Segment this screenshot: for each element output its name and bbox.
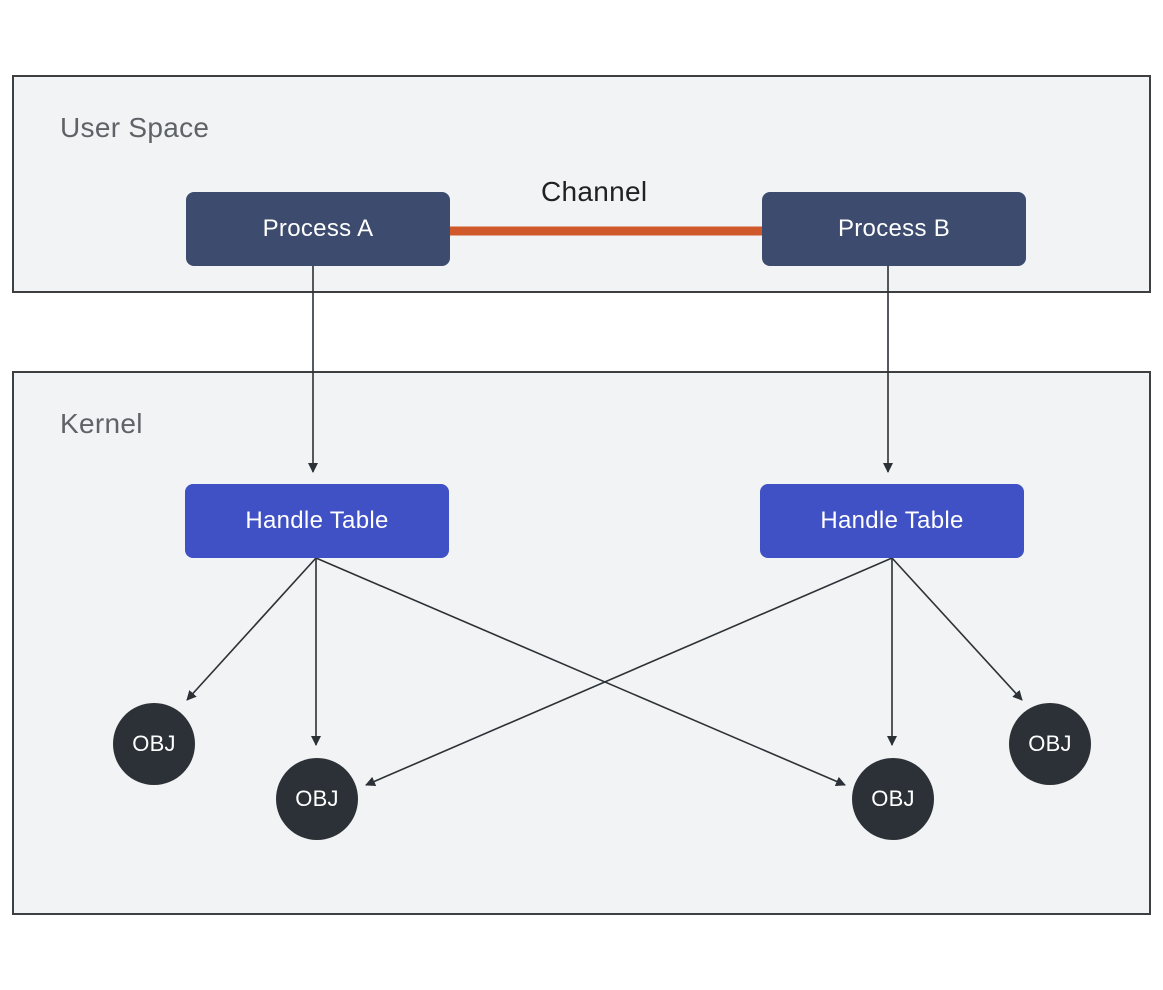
process-b-label: Process B (837, 215, 951, 242)
object-node-1: OBJ (113, 703, 195, 785)
object-label-4: OBJ (1028, 731, 1072, 756)
object-node-3: OBJ (852, 758, 934, 840)
user-space-label: User Space (60, 112, 210, 143)
object-label-2: OBJ (295, 786, 339, 811)
channel-label: Channel (541, 176, 648, 207)
process-a-node: Process A (186, 192, 450, 266)
handle-table-a-label: Handle Table (245, 507, 389, 534)
edge-table-b-to-obj-2 (365, 557, 893, 787)
object-label-1: OBJ (132, 731, 176, 756)
kernel-region (12, 371, 1151, 915)
object-node-2: OBJ (276, 758, 358, 840)
edge-table-a-to-obj-1 (186, 557, 317, 701)
process-a-label: Process A (262, 215, 374, 242)
handle-table-a-node: Handle Table (185, 484, 449, 558)
process-b-node: Process B (762, 192, 1026, 266)
edge-table-a-to-obj-3 (315, 557, 846, 787)
handle-table-b-node: Handle Table (760, 484, 1024, 558)
handle-table-b-label: Handle Table (820, 507, 964, 534)
edge-table-b-to-obj-4 (891, 557, 1023, 701)
kernel-label: Kernel (60, 408, 143, 439)
object-label-3: OBJ (871, 786, 915, 811)
object-node-4: OBJ (1009, 703, 1091, 785)
